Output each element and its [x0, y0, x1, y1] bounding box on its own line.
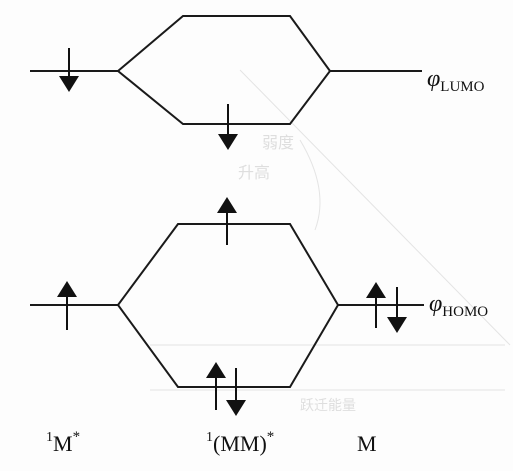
homo-label: φHOMO — [429, 291, 488, 320]
svg-text:升高: 升高 — [238, 163, 270, 182]
lumo-hexagon — [116, 15, 332, 125]
background-bleed-through: 弱度 升高 跃迁能量 — [150, 69, 511, 414]
svg-text:跃迁能量: 跃迁能量 — [300, 398, 356, 414]
excimer-label: 1(MM)* — [206, 429, 274, 456]
electron-arrows — [57, 48, 407, 416]
homo-hexagon — [116, 223, 340, 388]
homo-level — [30, 223, 424, 388]
lumo-level — [30, 15, 422, 125]
svg-text:弱度: 弱度 — [262, 133, 294, 152]
lumo-label: φLUMO — [427, 66, 485, 95]
excited-monomer-label: 1M* — [46, 429, 80, 456]
ground-monomer-label: M — [357, 431, 377, 456]
